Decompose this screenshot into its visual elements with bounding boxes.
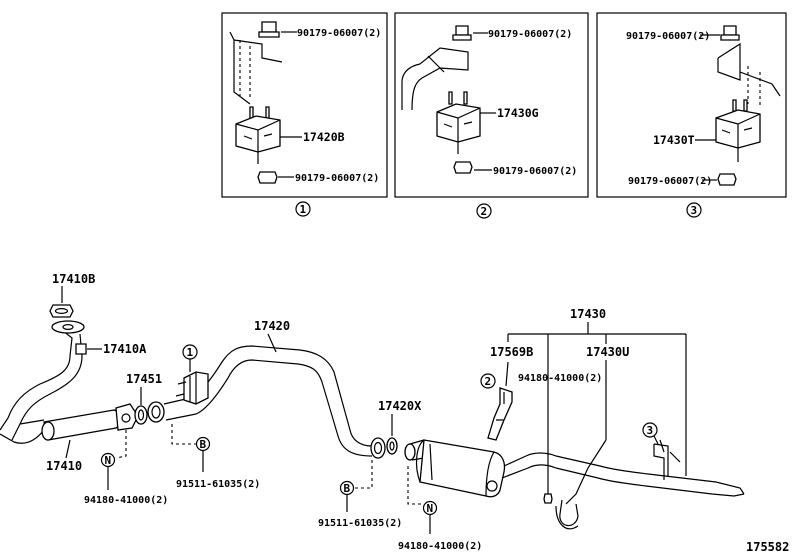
inset-1-bottom-nut-icon [257,171,278,184]
bolt-b-letter: B [344,482,351,495]
nut-a-circle [100,452,116,468]
bolt-a-letter: B [200,438,207,451]
ref-1-text: 1 [187,346,194,359]
bolt-a-circle [195,436,211,452]
nut-a-letter: N [105,454,112,467]
inset-3-top-bolt-icon [720,25,740,41]
inset-1-index: 1 [300,203,307,216]
bracket-17569B-icon [487,387,513,441]
inset-2-mount-icon [436,91,481,154]
label-17410A: 17410A [103,342,147,356]
inset-1-bottom-nut-label: 90179-06007(2) [295,173,379,184]
inset-1-index-circle [295,201,311,217]
ref-3-circle [642,422,658,438]
inset-1-frame [221,12,388,198]
inset-2-bottom-nut-icon [453,161,473,174]
inset-2-index-circle [476,203,492,219]
inset-2-top-bolt-icon [452,25,472,41]
nut-b-circle [422,500,438,516]
inset-3-mount-label: 17430T [653,133,695,147]
label-17420: 17420 [254,319,290,333]
bolt-b-circle [339,480,355,496]
inset-2-frame [394,12,589,198]
drawing-number: 175582 [746,540,789,554]
inset-3-bottom-nut-icon [717,173,737,186]
nut-b-label: 94180-41000(2) [398,541,482,552]
front-pipe-flange [51,320,85,334]
label-17410: 17410 [46,459,82,473]
inset-3-bottom-nut-label: 90179-06007(2) [628,176,712,187]
label-17410B: 17410B [52,272,95,286]
nut-a-label: 94180-41000(2) [84,495,168,506]
inset-3-index: 3 [691,204,698,217]
inset-2: 90179-06007(2) 17430G 90179-06007(2) 2 [394,12,589,219]
center-pipe-17420 [147,345,386,459]
ref-3-text: 3 [647,424,654,437]
nut-17410A-icon [75,343,87,355]
nut-c-icon [543,493,553,504]
tailpipe-assembly-17430 [404,439,745,498]
ref-2-circle [480,373,496,389]
inset-2-mount-label: 17430G [497,106,539,120]
inset-3: 90179-06007(2) 17430T 90179-06007(2) 3 [596,12,787,218]
gasket-17410B-icon [49,304,74,318]
inset-3-frame [596,12,787,198]
nut-b-letter: N [427,502,434,515]
label-17451: 17451 [126,372,162,386]
clamp-17430U-icon [555,439,607,530]
ref-2-text: 2 [485,375,492,388]
inset-1-top-bolt-icon [258,21,280,38]
inset-2-top-bolt-label: 90179-06007(2) [488,29,572,40]
gasket-17420X-icon [386,437,398,455]
front-pipe-17410 [0,320,139,444]
inset-3-top-bolt-label: 90179-06007(2) [626,31,710,42]
gasket-17451-icon [134,405,148,425]
inset-1-top-bolt-label: 90179-06007(2) [297,28,381,39]
inset-1-mount-label: 17420B [303,130,345,144]
main-assembly: 17410B 17410A 17451 17410 N 94180-41000(… [0,272,789,554]
bolt-b-label: 91511-61035(2) [318,518,402,529]
label-17420X: 17420X [378,399,422,413]
inset-3-mount-icon [715,99,761,162]
nut-c-label: 94180-41000(2) [518,373,602,384]
label-17569B: 17569B [490,345,533,359]
inset-2-bottom-nut-label: 90179-06007(2) [493,166,577,177]
bolt-a-label: 91511-61035(2) [176,479,260,490]
label-17430U: 17430U [586,345,629,359]
inset-2-index: 2 [481,205,488,218]
inset-3-index-circle [686,202,702,218]
label-17430: 17430 [570,307,606,321]
inset-1-mount-icon [235,106,281,164]
inset-1: 90179-06007(2) 17420B 90179-06007(2) 1 [221,12,388,217]
